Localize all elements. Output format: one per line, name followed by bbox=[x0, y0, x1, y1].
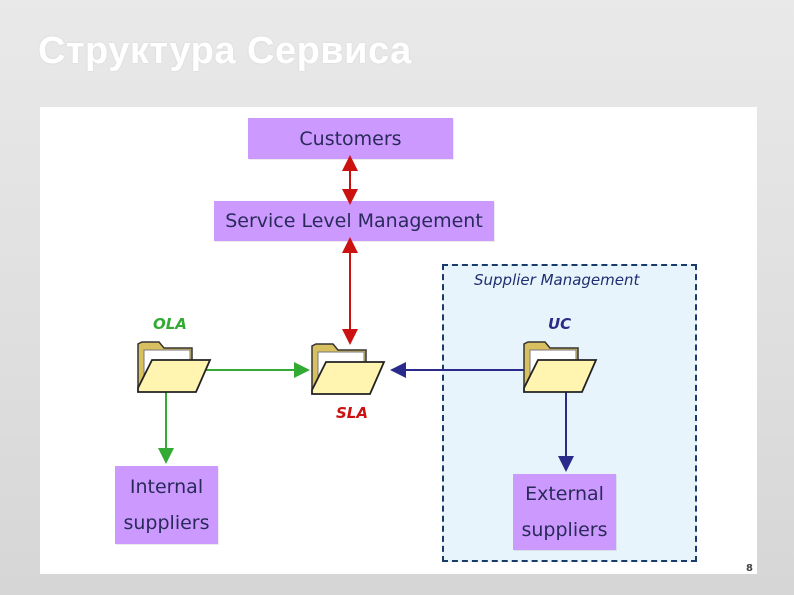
customers-box: Customers bbox=[248, 118, 453, 159]
ola-label: OLA bbox=[153, 315, 187, 333]
customers-label: Customers bbox=[299, 127, 402, 150]
service-level-management-label: Service Level Management bbox=[225, 210, 483, 232]
uc-folder-icon bbox=[523, 341, 598, 393]
page-number: 8 bbox=[746, 563, 753, 574]
external-suppliers-label: External suppliers bbox=[521, 483, 608, 541]
internal-suppliers-box: Internal suppliers bbox=[115, 466, 218, 544]
external-suppliers-box: External suppliers bbox=[513, 474, 616, 550]
slide-title: Структура Сервиса bbox=[38, 30, 412, 72]
service-level-management-box: Service Level Management bbox=[214, 201, 494, 241]
sla-folder-icon bbox=[311, 343, 386, 395]
ola-folder-icon bbox=[137, 341, 212, 393]
internal-suppliers-label: Internal suppliers bbox=[123, 476, 210, 534]
supplier-management-label: Supplier Management bbox=[474, 271, 640, 289]
sla-label: SLA bbox=[336, 404, 368, 422]
uc-label: UC bbox=[548, 315, 572, 333]
